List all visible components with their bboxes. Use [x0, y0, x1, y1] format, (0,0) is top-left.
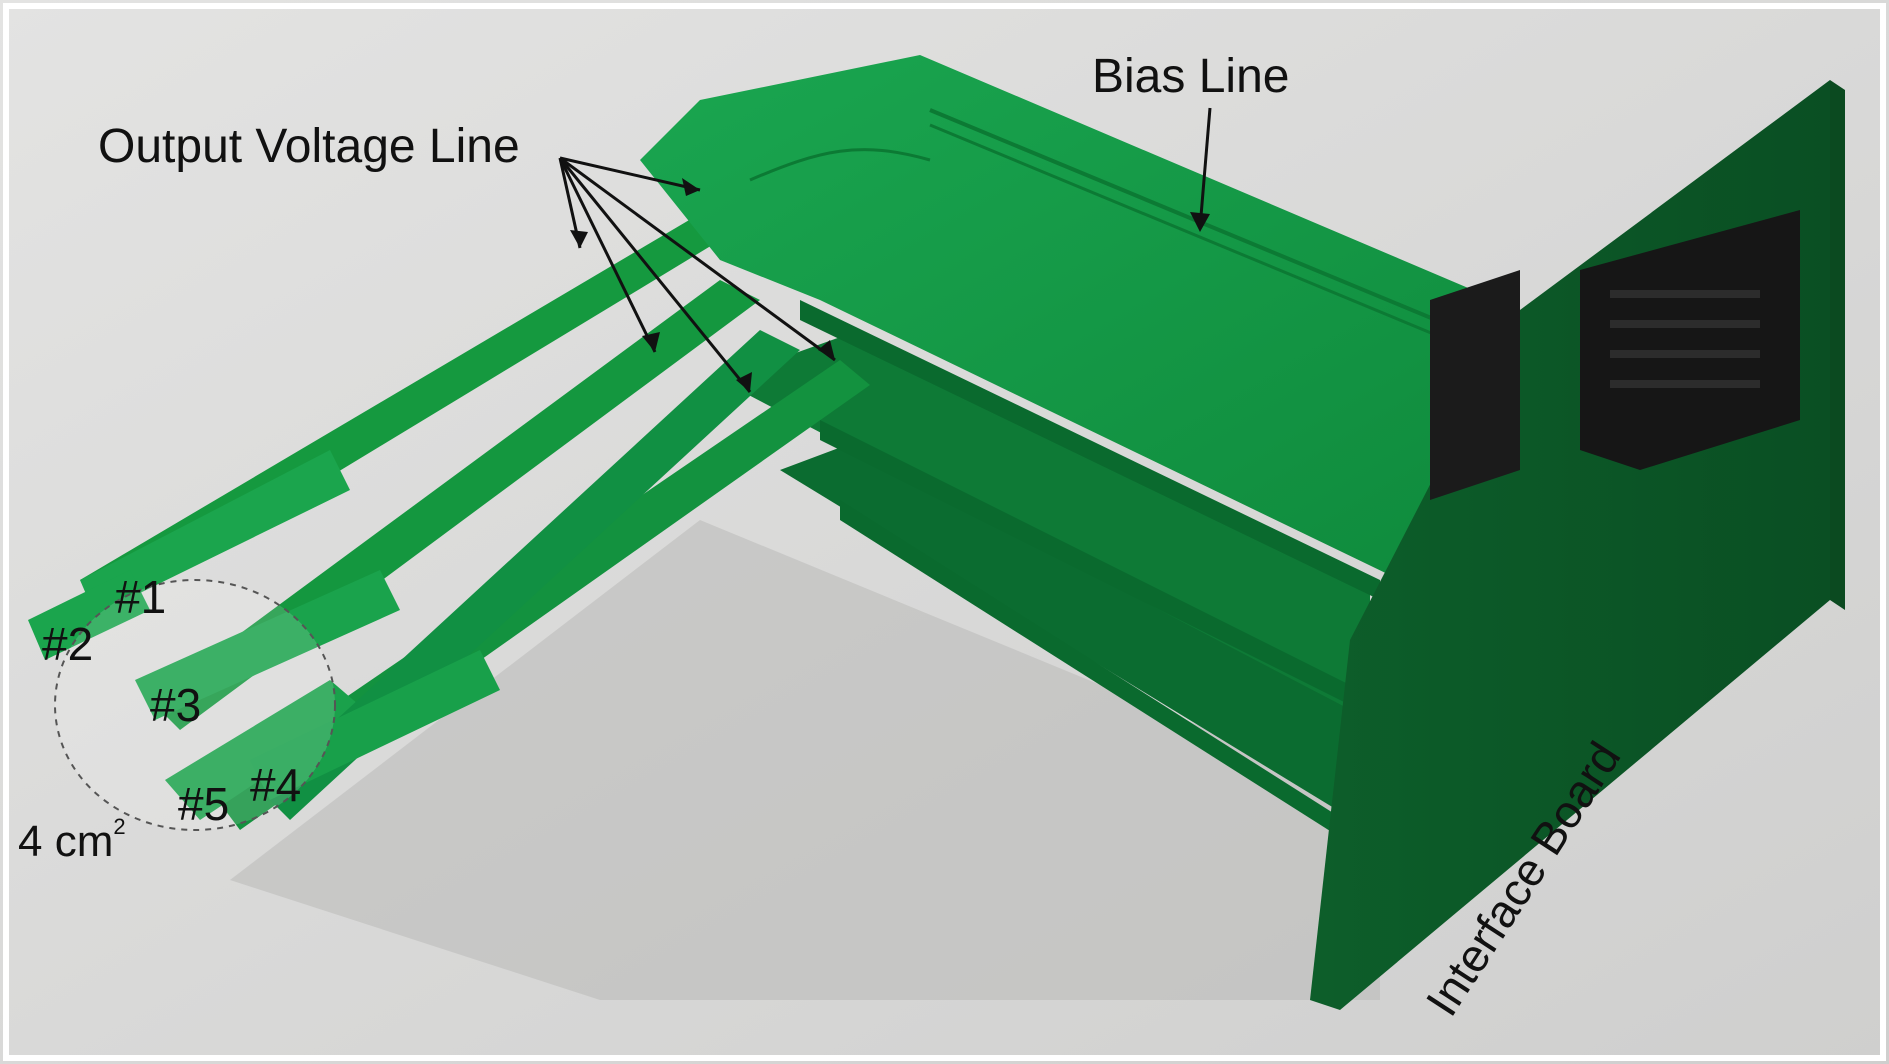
area-label: 4 cm2 [18, 816, 126, 866]
sensor-head-1 [80, 450, 350, 615]
area-value: 4 cm [18, 817, 114, 866]
board-connector [1430, 270, 1520, 500]
sensor-head-2 [28, 570, 150, 660]
output-voltage-arrows [558, 156, 836, 393]
sensor-label-1: #1 [115, 571, 167, 623]
sensor-label-3: #3 [150, 679, 202, 731]
shelf-side-1 [800, 300, 1380, 600]
shelf-side-2 [820, 420, 1380, 720]
photo-frame [3, 3, 1886, 1061]
top-board [640, 55, 1520, 580]
bias-line-arrow [1190, 107, 1212, 232]
lower-shelf-3 [780, 440, 1370, 830]
bias-line-trace-2 [929, 123, 1461, 347]
header-pins [1610, 290, 1760, 388]
bias-line-label: Bias Line [1092, 50, 1290, 103]
sensor-label-2: #2 [42, 618, 94, 670]
board-shadow [230, 520, 1380, 1000]
area-exponent: 2 [113, 814, 126, 839]
output-voltage-arrowheads [570, 178, 835, 392]
header-connector [1580, 210, 1800, 470]
area-circle [54, 579, 336, 831]
sensor-head-4 [250, 650, 500, 800]
output-trace-1 [749, 148, 931, 182]
sensor-head-3 [135, 570, 400, 720]
sensor-label-5: #5 [178, 778, 230, 830]
sensor-head-5 [165, 680, 365, 820]
interface-board-edge [1830, 80, 1845, 610]
shelf-side-3 [840, 500, 1360, 850]
output-voltage-line-label: Output Voltage Line [98, 120, 520, 173]
sensor-label-4: #4 [250, 759, 302, 811]
